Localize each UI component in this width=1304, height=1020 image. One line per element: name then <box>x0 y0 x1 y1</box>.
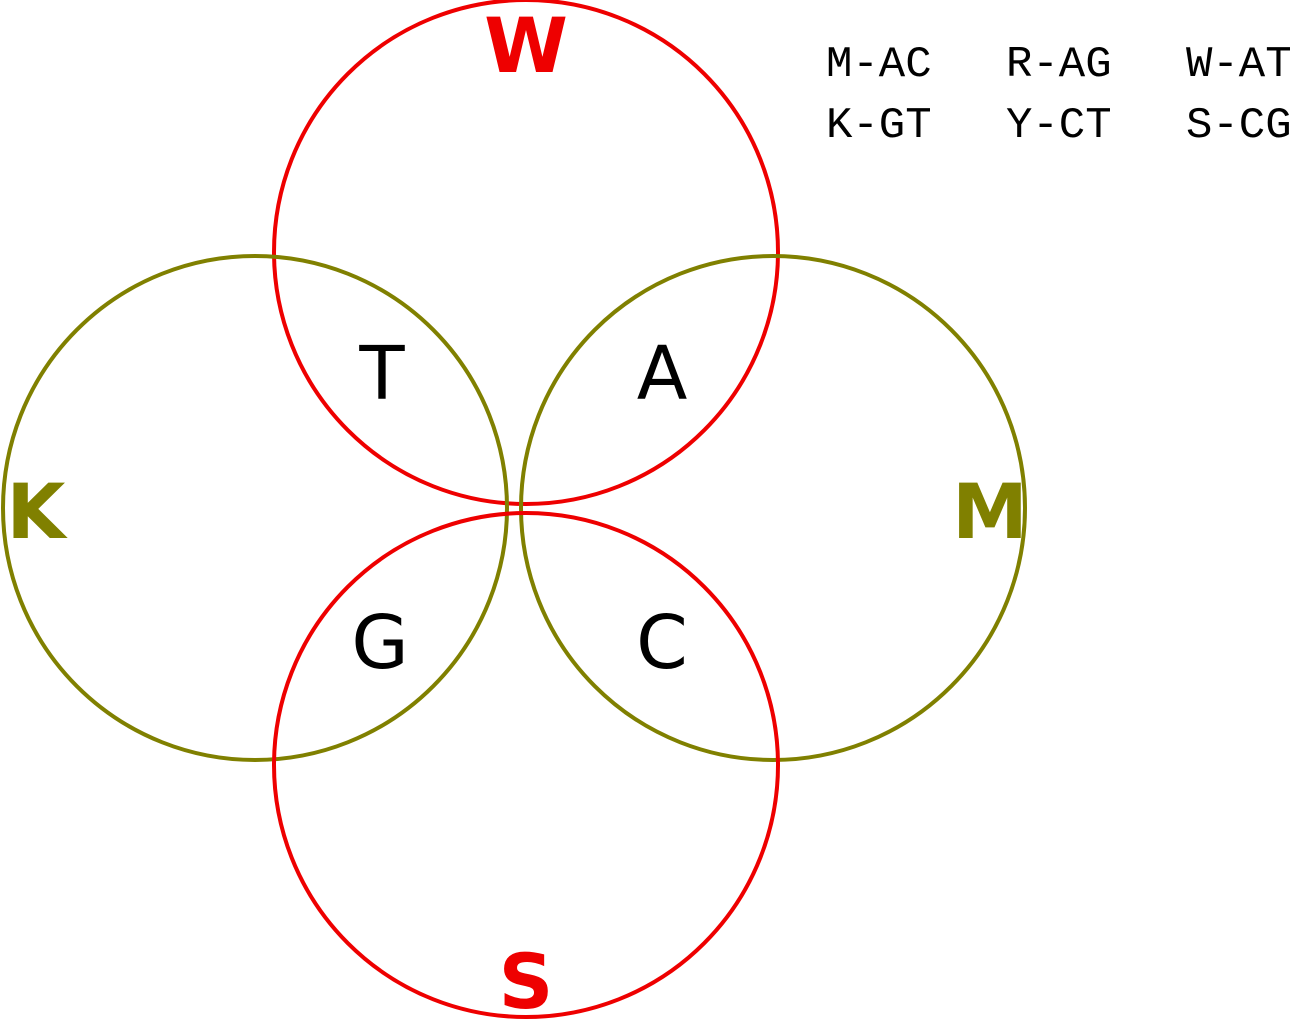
base-label-g: G <box>351 600 408 686</box>
circle-w <box>272 0 780 506</box>
set-label-s: S <box>499 937 554 1020</box>
legend-item: S-CG <box>1186 101 1292 151</box>
legend-item: K-GT <box>826 101 932 151</box>
base-label-t: T <box>358 331 405 417</box>
set-label-w: W <box>484 1 568 90</box>
legend-item: M-AC <box>826 40 932 90</box>
set-label-m: M <box>952 467 1028 556</box>
legend-item: Y-CT <box>1006 101 1112 151</box>
iupac-legend: M-AC R-AG W-AT K-GT Y-CT S-CG <box>826 40 1292 151</box>
legend-item: R-AG <box>1006 40 1112 90</box>
circle-k <box>1 254 509 762</box>
base-label-a: A <box>637 331 688 417</box>
legend-item: W-AT <box>1186 40 1292 90</box>
circle-s <box>272 511 780 1019</box>
base-label-c: C <box>636 600 688 686</box>
circle-m <box>519 254 1027 762</box>
set-label-k: K <box>7 467 69 556</box>
